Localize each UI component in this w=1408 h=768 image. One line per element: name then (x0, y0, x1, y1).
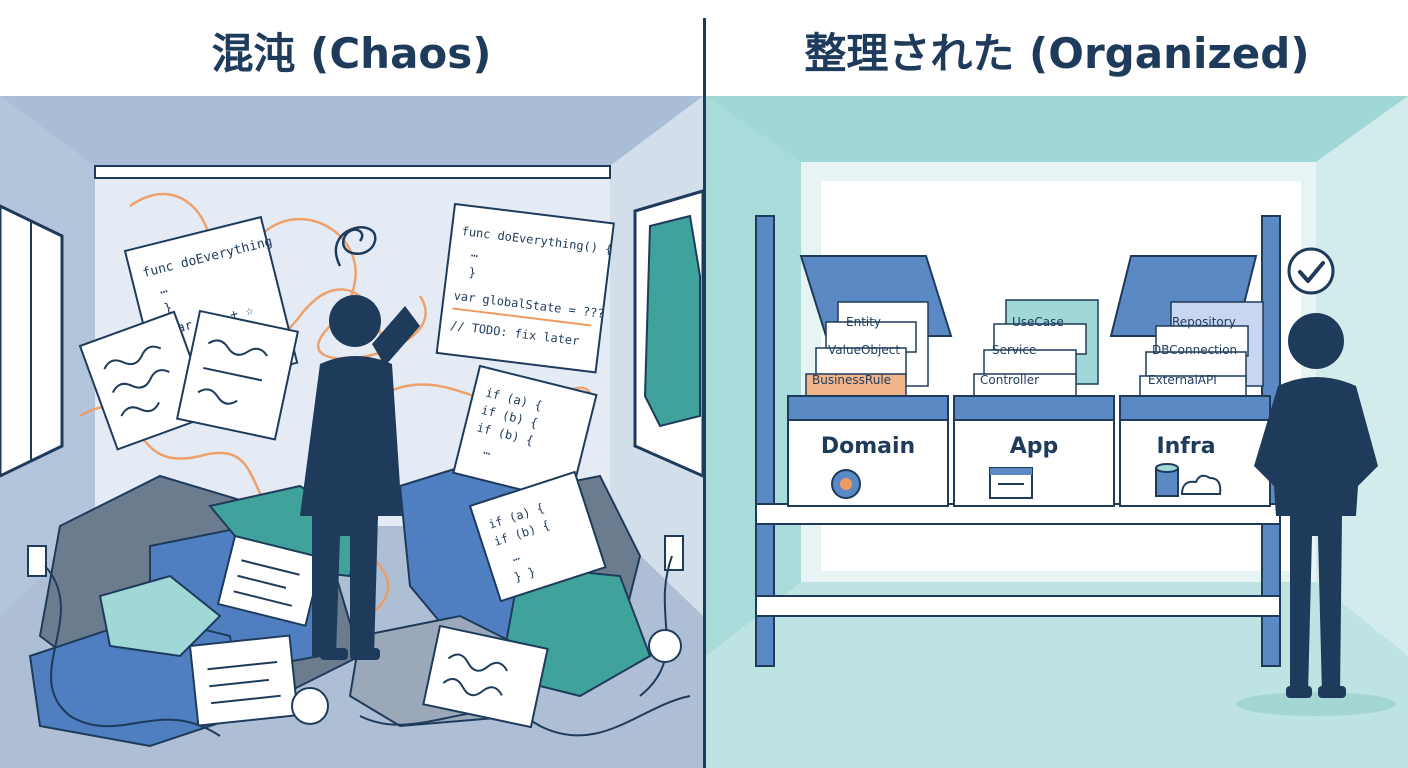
domain-file-1: ValueObject (828, 343, 900, 357)
window-icon (989, 467, 1033, 499)
crumpled-paper (291, 687, 329, 725)
domain-label: Domain (821, 434, 915, 459)
paper-4-line-3: } } (512, 564, 537, 584)
paper-4-line-2: … (510, 549, 521, 565)
domain-box: Entity ValueObject BusinessRule Domain (787, 255, 953, 507)
organized-title: 整理された (Organized) (804, 29, 1310, 78)
code-paper-4: if (a) { if (b) { … } } (468, 470, 607, 603)
code-paper-3: if (a) { if (b) { if (b) { … (452, 364, 598, 503)
organized-scene: Entity ValueObject BusinessRule Domain U… (706, 96, 1408, 768)
window (0, 204, 64, 478)
panel-divider (703, 18, 706, 768)
checkmark-icon (1287, 247, 1335, 295)
paper-1-line-2: } (163, 301, 174, 317)
crumpled-paper (648, 629, 682, 663)
scribble-paper (422, 624, 549, 729)
chaos-title: 混沌 (Chaos) (211, 29, 492, 78)
gear-icon (831, 469, 861, 499)
chaos-scene: func doEverything … } var = ☆ + ☆ … } fu… (0, 96, 703, 768)
confusion-swirl-icon (334, 226, 377, 267)
scribble-paper (175, 309, 300, 441)
satisfied-person (1236, 313, 1396, 716)
outlet-right (664, 535, 684, 571)
paper-3-line-3: … (482, 443, 492, 458)
outlet-left (27, 545, 47, 577)
code-paper-2: func doEverything() { … } var globalStat… (435, 202, 615, 374)
app-file-2: Controller (980, 373, 1039, 387)
infra-file-2: ExternalAPI (1148, 373, 1217, 387)
app-label: App (1010, 434, 1059, 459)
paper-2-line-1: … (470, 245, 479, 260)
infra-file-0: Repository (1172, 315, 1236, 329)
database-cloud-icon (1155, 463, 1222, 497)
app-file-0: UseCase (1012, 315, 1064, 329)
confused-person (300, 295, 420, 660)
app-box: UseCase Service Controller App (953, 299, 1115, 507)
domain-file-0: Entity (846, 315, 881, 329)
paper-2-line-2: } (468, 265, 477, 280)
infra-file-1: DBConnection (1152, 343, 1237, 357)
scribble-paper (188, 634, 299, 727)
domain-file-2: BusinessRule (812, 373, 891, 387)
infra-label: Infra (1156, 434, 1215, 459)
infra-box: Repository DBConnection ExternalAPI Infr… (1109, 255, 1271, 507)
shelf-unit (755, 215, 1281, 667)
app-file-1: Service (992, 343, 1036, 357)
closet (633, 189, 703, 478)
paper-1-line-1: … (158, 281, 169, 297)
